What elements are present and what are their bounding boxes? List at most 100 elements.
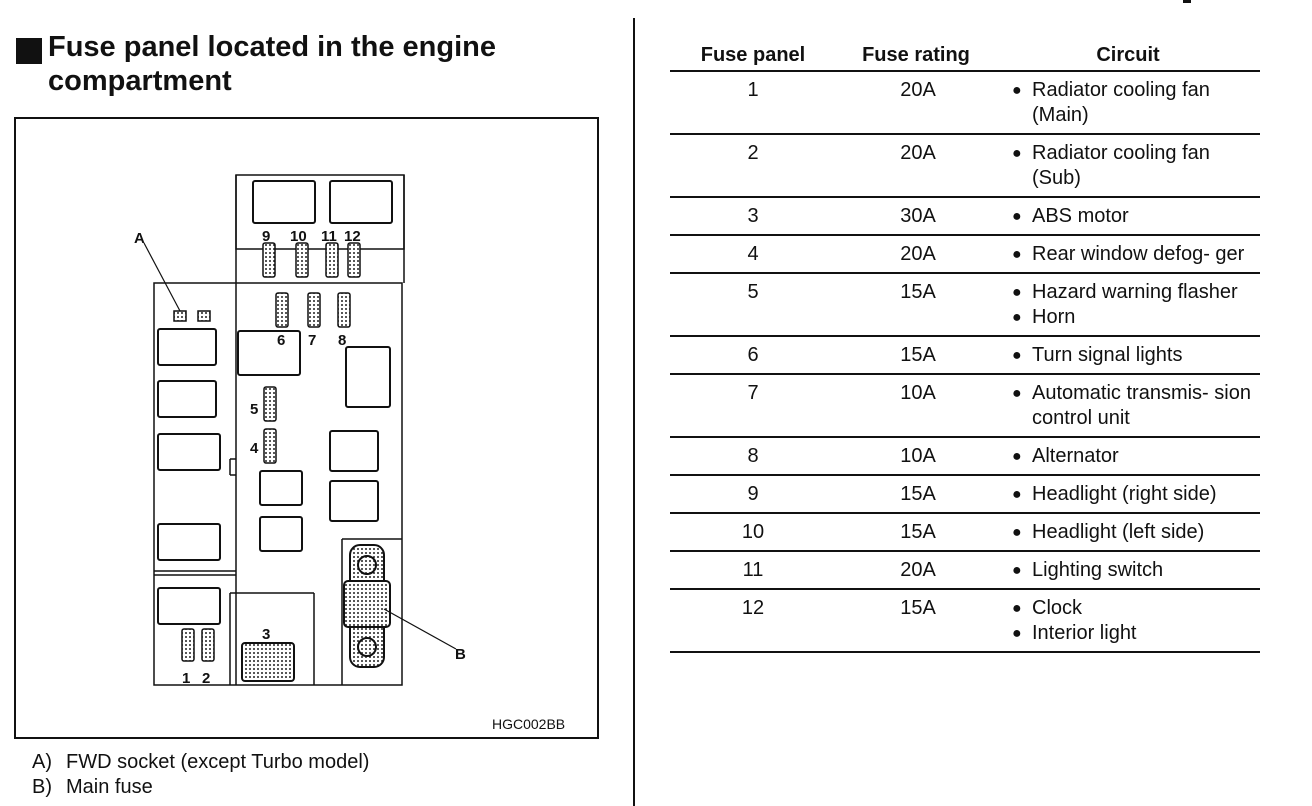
legend-text: Main fuse xyxy=(66,776,153,798)
cell-circuit: ● Headlight (left side) xyxy=(996,520,1260,545)
relay-blocks xyxy=(157,180,393,625)
circuit-item: ●ABS motor xyxy=(996,204,1260,229)
cell-circuit: ●Automatic transmis- sion control unit xyxy=(996,381,1260,431)
fuse-number-7: 7 xyxy=(308,332,316,349)
leader-lines xyxy=(143,242,457,650)
fuse-number-11: 11 xyxy=(321,228,337,245)
table-row: 2 20A ● Radiator cooling fan (Sub) xyxy=(670,135,1260,198)
circuit-item: ●Automatic transmis- sion control unit xyxy=(996,381,1260,431)
fuse-panel-drawing: A B 9 10 11 12 6 7 8 5 4 3 1 2 HGC002BB xyxy=(134,174,565,732)
label-a: A xyxy=(134,230,145,247)
fuse-3-block xyxy=(241,642,295,682)
cell-fuse-panel: 8 xyxy=(747,445,759,467)
table-row: 11 20A ●Lighting switch xyxy=(670,552,1260,590)
fuse-number-8: 8 xyxy=(338,332,346,349)
circuit-item: ● Interior light xyxy=(996,621,1260,646)
fuse-number-12: 12 xyxy=(344,228,361,245)
circuit-text: Radiator cooling fan (Main) xyxy=(1032,79,1210,126)
cell-fuse-panel: 5 xyxy=(747,281,759,303)
legend-key: A) xyxy=(32,751,52,773)
fuse-number-10: 10 xyxy=(290,228,307,245)
cell-fuse-rating: 15A xyxy=(900,281,936,303)
fuse-number-3: 3 xyxy=(262,626,270,643)
fuse-number-9: 9 xyxy=(262,228,270,245)
cell-fuse-rating: 10A xyxy=(900,445,936,467)
legend-key: B) xyxy=(32,776,52,798)
table-row: 7 10A ●Automatic transmis- sion control un… xyxy=(670,375,1260,438)
cell-fuse-rating: 20A xyxy=(900,79,936,101)
circuit-text: Interior light xyxy=(1032,622,1137,644)
fuse-number-6: 6 xyxy=(277,332,285,349)
cell-fuse-panel: 10 xyxy=(741,521,765,543)
cell-fuse-rating: 10A xyxy=(900,382,936,404)
blade-fuses xyxy=(173,242,361,662)
bullet-icon: ● xyxy=(1012,486,1022,503)
cell-circuit: ●Turn signal lights xyxy=(996,343,1260,368)
legend-text: FWD socket (except Turbo model) xyxy=(66,751,370,773)
cell-circuit: ● Radiator cooling fan (Main) xyxy=(996,78,1260,128)
circuit-item: ●Turn signal lights xyxy=(996,343,1260,368)
bullet-icon: ● xyxy=(1012,448,1022,465)
cell-fuse-rating: 20A xyxy=(900,243,936,265)
circuit-item: ● Hazard warning flasher xyxy=(996,280,1260,305)
cell-fuse-panel: 3 xyxy=(747,205,759,227)
circuit-text: Horn xyxy=(1032,306,1076,328)
cell-fuse-panel: 9 xyxy=(747,483,759,505)
bullet-icon: ● xyxy=(1012,145,1022,162)
bullet-icon: ● xyxy=(1012,284,1022,301)
heading-square-icon xyxy=(16,38,42,64)
circuit-text: Headlight (right side) xyxy=(1032,483,1217,505)
bullet-icon: ● xyxy=(1012,625,1022,642)
cell-circuit: ●Lighting switch xyxy=(996,558,1260,583)
bullet-icon: ● xyxy=(1012,524,1022,541)
cell-fuse-rating: 20A xyxy=(900,559,936,581)
cell-circuit: ●Alternator xyxy=(996,444,1260,469)
fuse-number-2: 2 xyxy=(202,670,210,687)
table-row: 10 15A ● Headlight (left side) xyxy=(670,514,1260,552)
cell-circuit: ● Rear window defog- ger xyxy=(996,242,1260,267)
circuit-item: ● Radiator cooling fan (Main) xyxy=(996,78,1260,128)
figure-legend: A) FWD socket (except Turbo model) B) Ma… xyxy=(32,750,369,800)
circuit-text: Radiator cooling fan (Sub) xyxy=(1032,142,1210,189)
cell-fuse-rating: 30A xyxy=(900,205,936,227)
circuit-text: Headlight (left side) xyxy=(1032,521,1205,543)
column-divider xyxy=(633,18,635,806)
circuit-item: ●Lighting switch xyxy=(996,558,1260,583)
cell-fuse-rating: 20A xyxy=(900,142,936,164)
label-b: B xyxy=(455,646,466,663)
cell-fuse-panel: 7 xyxy=(747,382,759,404)
fuse-number-4: 4 xyxy=(250,440,259,457)
cell-circuit: ●Clock ● Interior light xyxy=(996,596,1260,646)
bullet-icon: ● xyxy=(1012,309,1022,326)
cell-circuit: ● Hazard warning flasher ● Horn xyxy=(996,280,1260,330)
page-title: Fuse panel located in the engine compart… xyxy=(48,31,496,97)
bullet-icon: ● xyxy=(1012,347,1022,364)
cell-fuse-panel: 11 xyxy=(742,559,764,581)
bullet-icon: ● xyxy=(1012,246,1022,263)
cell-fuse-panel: 12 xyxy=(741,597,765,619)
fuse-number-1: 1 xyxy=(182,670,190,687)
circuit-item: ●Clock xyxy=(996,596,1260,621)
fuse-panel-diagram: A B 9 10 11 12 6 7 8 5 4 3 1 2 HGC002BB xyxy=(14,117,599,739)
cell-circuit: ●ABS motor xyxy=(996,204,1260,229)
circuit-item: ● Headlight (right side) xyxy=(996,482,1260,507)
table-row: 3 30A ●ABS motor xyxy=(670,198,1260,236)
circuit-text: Hazard warning flasher xyxy=(1032,281,1238,303)
circuit-item: ●Alternator xyxy=(996,444,1260,469)
cell-fuse-rating: 15A xyxy=(900,483,936,505)
figure-code: HGC002BB xyxy=(492,716,565,732)
cell-fuse-panel: 6 xyxy=(747,344,759,366)
table-header: Fuse panel Fuse rating Circuit xyxy=(670,40,1260,72)
table-row: 8 10A ●Alternator xyxy=(670,438,1260,476)
cell-circuit: ● Headlight (right side) xyxy=(996,482,1260,507)
bullet-icon: ● xyxy=(1012,82,1022,99)
cell-fuse-panel: 2 xyxy=(747,142,759,164)
header-fuse-rating: Fuse rating xyxy=(862,43,970,66)
cell-fuse-rating: 15A xyxy=(900,521,936,543)
circuit-text: Rear window defog- ger xyxy=(1032,243,1245,265)
